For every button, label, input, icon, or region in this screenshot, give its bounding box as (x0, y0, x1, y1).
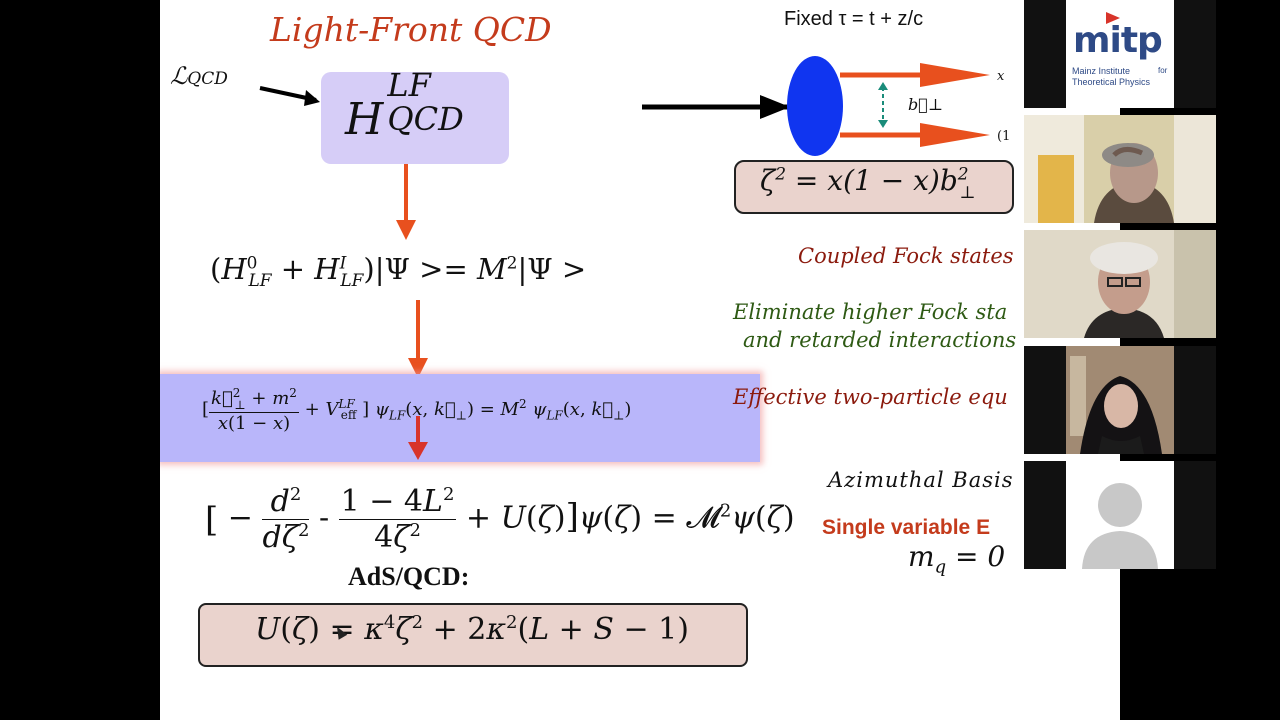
zeta-equation: ζ2 = x(1 − x)b2⊥ (760, 164, 976, 203)
hadron-diagram: b⃗⊥ x (1 (642, 56, 1010, 156)
video-tile-participant-3[interactable] (1024, 346, 1216, 454)
note-effective: Effective two-particle equ (733, 385, 1008, 409)
video-tile-participant-2[interactable] (1024, 230, 1216, 338)
lagrangian-arrow (259, 86, 320, 106)
note-retarded: and retarded interactions (743, 328, 1017, 352)
note-single-variable: Single variable E (822, 516, 991, 539)
zeta-box (734, 160, 1014, 214)
arrow-down-2 (408, 300, 428, 378)
antiquark-arrow (920, 123, 990, 147)
lagrangian-label: ℒQCD (170, 62, 228, 90)
participant-video-4 (1024, 461, 1216, 569)
participant-panel: mitp Mainz Institute Theoretical Physics… (1024, 0, 1216, 720)
ads-qcd-label: AdS/QCD: (348, 562, 470, 591)
avatar-body (1082, 531, 1158, 569)
participant-video-2 (1024, 230, 1216, 338)
incoming-arrowhead (760, 95, 790, 119)
mitp-logo: mitp Mainz Institute Theoretical Physics… (1066, 0, 1174, 108)
avatar-head (1098, 483, 1142, 527)
video-tile-participant-1[interactable] (1024, 115, 1216, 223)
x-label: x (997, 69, 1005, 84)
video-tile-mitp[interactable]: mitp Mainz Institute Theoretical Physics… (1024, 0, 1216, 108)
mitp-for: for (1158, 66, 1168, 75)
fixed-tau-label: Fixed τ = t + z/c (784, 8, 924, 30)
participant-video-1 (1024, 115, 1216, 223)
note-azimuthal: Azimuthal Basis (828, 468, 1014, 492)
slide-title: Light-Front QCD (270, 10, 552, 49)
arrow-down-3 (408, 416, 428, 460)
note-mq: mq = 0 (908, 540, 1006, 578)
lf-hamiltonian-equation: (H0LF + HILF)|Ψ >= M2|Ψ > (210, 252, 587, 291)
participant-video-3 (1024, 346, 1216, 454)
quark-arrow (920, 63, 990, 87)
one-minus-x-label: (1 (997, 129, 1010, 144)
note-eliminate: Eliminate higher Fock sta (733, 300, 1008, 324)
potential-equation: U(ζ) = κ4ζ2 + 2κ2(L + S − 1) (255, 612, 689, 647)
b-perp-label: b⃗⊥ (908, 95, 943, 114)
video-tile-participant-4[interactable] (1024, 461, 1216, 569)
potential-box (198, 603, 748, 667)
hamiltonian-box (321, 72, 509, 164)
hadron-blob (787, 56, 843, 156)
play-triangle-icon (1106, 12, 1120, 24)
note-coupled-fock: Coupled Fock states (798, 244, 1014, 268)
mitp-subtitle: Mainz Institute Theoretical Physics (1072, 66, 1151, 87)
arrow-down-1 (396, 164, 416, 240)
effective-equation-band (160, 374, 760, 462)
mitp-logo-word: mitp (1073, 20, 1163, 61)
